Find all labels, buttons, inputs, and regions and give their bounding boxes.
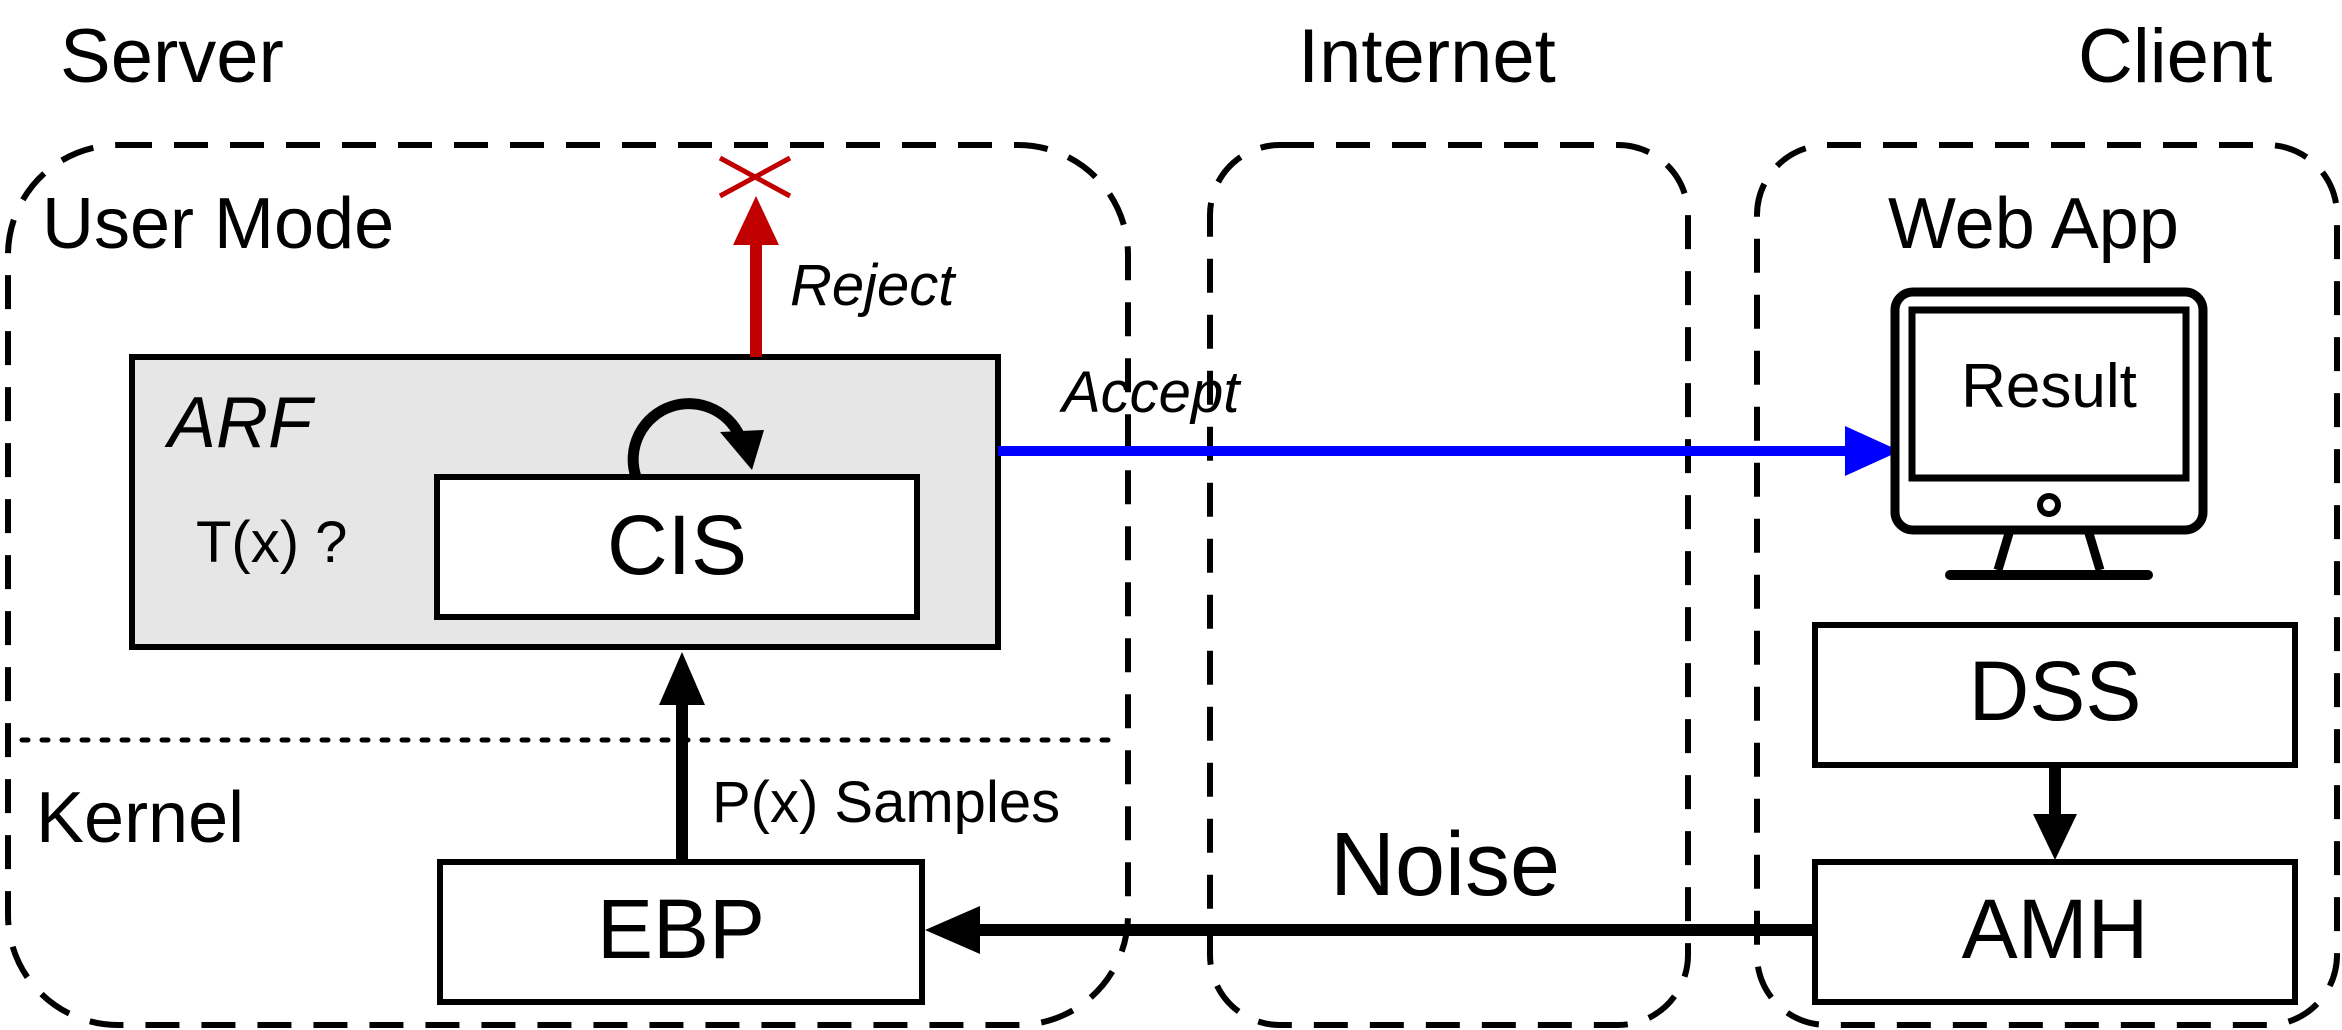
cis-box <box>434 474 920 620</box>
reject-x-mark <box>718 155 792 199</box>
noise-arrow-head <box>925 906 980 954</box>
reject-arrow-head <box>733 196 779 245</box>
internet-region-label: Internet <box>1298 14 1556 99</box>
reject-label: Reject <box>790 253 957 318</box>
internet-region <box>1207 142 1691 1028</box>
samples-label: P(x) Samples <box>712 770 1060 835</box>
client-region <box>1754 142 2340 1028</box>
samples-arrow-head <box>659 652 705 705</box>
client-region-label: Client <box>2078 14 2272 99</box>
noise-label: Noise <box>1330 815 1560 915</box>
server-region <box>5 142 1131 1028</box>
condition-label: T(x) ? <box>196 510 347 575</box>
ebp-box <box>437 859 925 1005</box>
cis-label: CIS <box>607 498 747 592</box>
server-region-label: Server <box>60 14 284 99</box>
dss-amh-arrow-head <box>2033 814 2077 860</box>
monitor-icon <box>1890 287 2208 580</box>
arf-label: ARF <box>164 383 316 463</box>
ebp-label: EBP <box>597 882 765 976</box>
loop-arrow-head <box>720 430 764 470</box>
accept-label: Accept <box>1059 360 1242 425</box>
web-app-label: Web App <box>1888 184 2179 264</box>
amh-box <box>1812 859 2298 1005</box>
amh-label: AMH <box>1962 882 2149 976</box>
dss-label: DSS <box>1969 644 2142 738</box>
accept-arrow-head <box>1845 426 1900 476</box>
user-mode-label: User Mode <box>42 184 394 264</box>
result-label: Result <box>1961 352 2137 421</box>
dss-box <box>1812 622 2298 768</box>
kernel-label: Kernel <box>36 778 244 858</box>
loop-arrow <box>627 398 748 479</box>
